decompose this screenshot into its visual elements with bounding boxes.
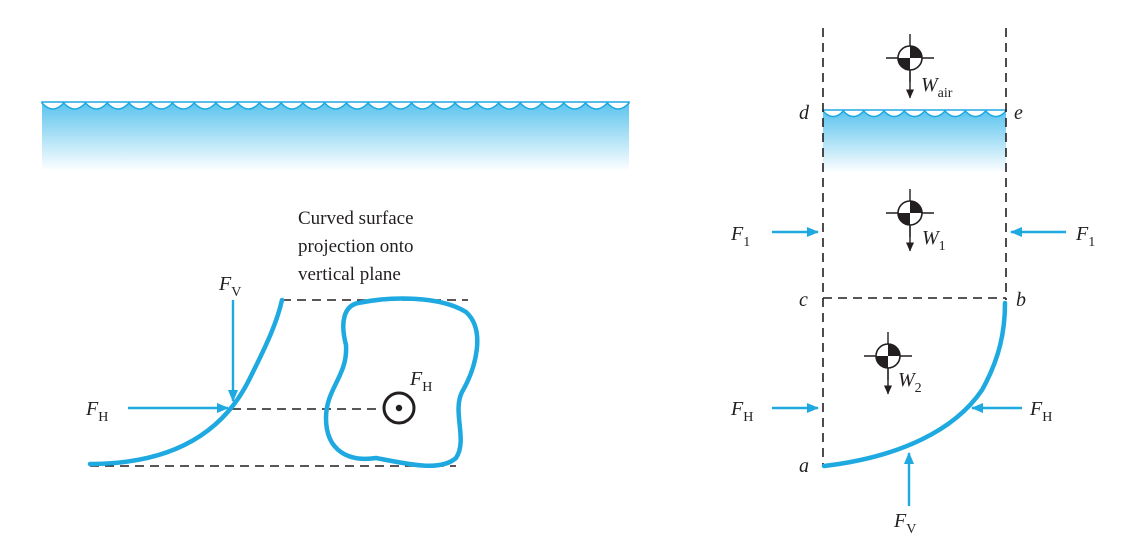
left-diagram: Curved surface projection onto vertical …	[41, 101, 630, 469]
svg-text:Curved surface: Curved surface	[298, 208, 414, 229]
fh-right-right-label: FH	[1029, 398, 1052, 425]
w-air-label: Wair	[921, 74, 953, 101]
centroid-air-icon	[886, 34, 934, 99]
fh-left-label: FH	[85, 398, 108, 425]
right-diagram: d e c b a Wair W1	[730, 28, 1095, 537]
projected-area	[323, 296, 480, 469]
svg-text:vertical plane: vertical plane	[298, 264, 401, 285]
f1-left-label: F1	[730, 223, 750, 250]
curved-surface-ab	[821, 300, 1008, 469]
fv-bottom-label: FV	[893, 510, 916, 537]
right-water-surface	[822, 109, 1007, 173]
fh-center-label: FH	[409, 368, 432, 395]
left-water-surface	[41, 101, 630, 171]
f1-right-label: F1	[1075, 223, 1095, 250]
point-c-label: c	[799, 289, 808, 311]
fv-label: FV	[218, 273, 241, 300]
fh-right-left-label: FH	[730, 398, 753, 425]
svg-text:projection onto: projection onto	[298, 236, 414, 257]
force-out-of-page-icon	[382, 391, 416, 425]
point-d-label: d	[799, 102, 810, 124]
projection-caption: Curved surface projection onto vertical …	[298, 208, 414, 285]
point-a-label: a	[799, 455, 809, 477]
curved-surface	[87, 297, 285, 467]
point-e-label: e	[1014, 102, 1023, 124]
w2-label: W2	[898, 369, 922, 396]
w1-label: W1	[922, 227, 946, 254]
centroid-2-icon	[864, 332, 912, 395]
centroid-1-icon	[886, 189, 934, 252]
point-b-label: b	[1016, 289, 1026, 311]
